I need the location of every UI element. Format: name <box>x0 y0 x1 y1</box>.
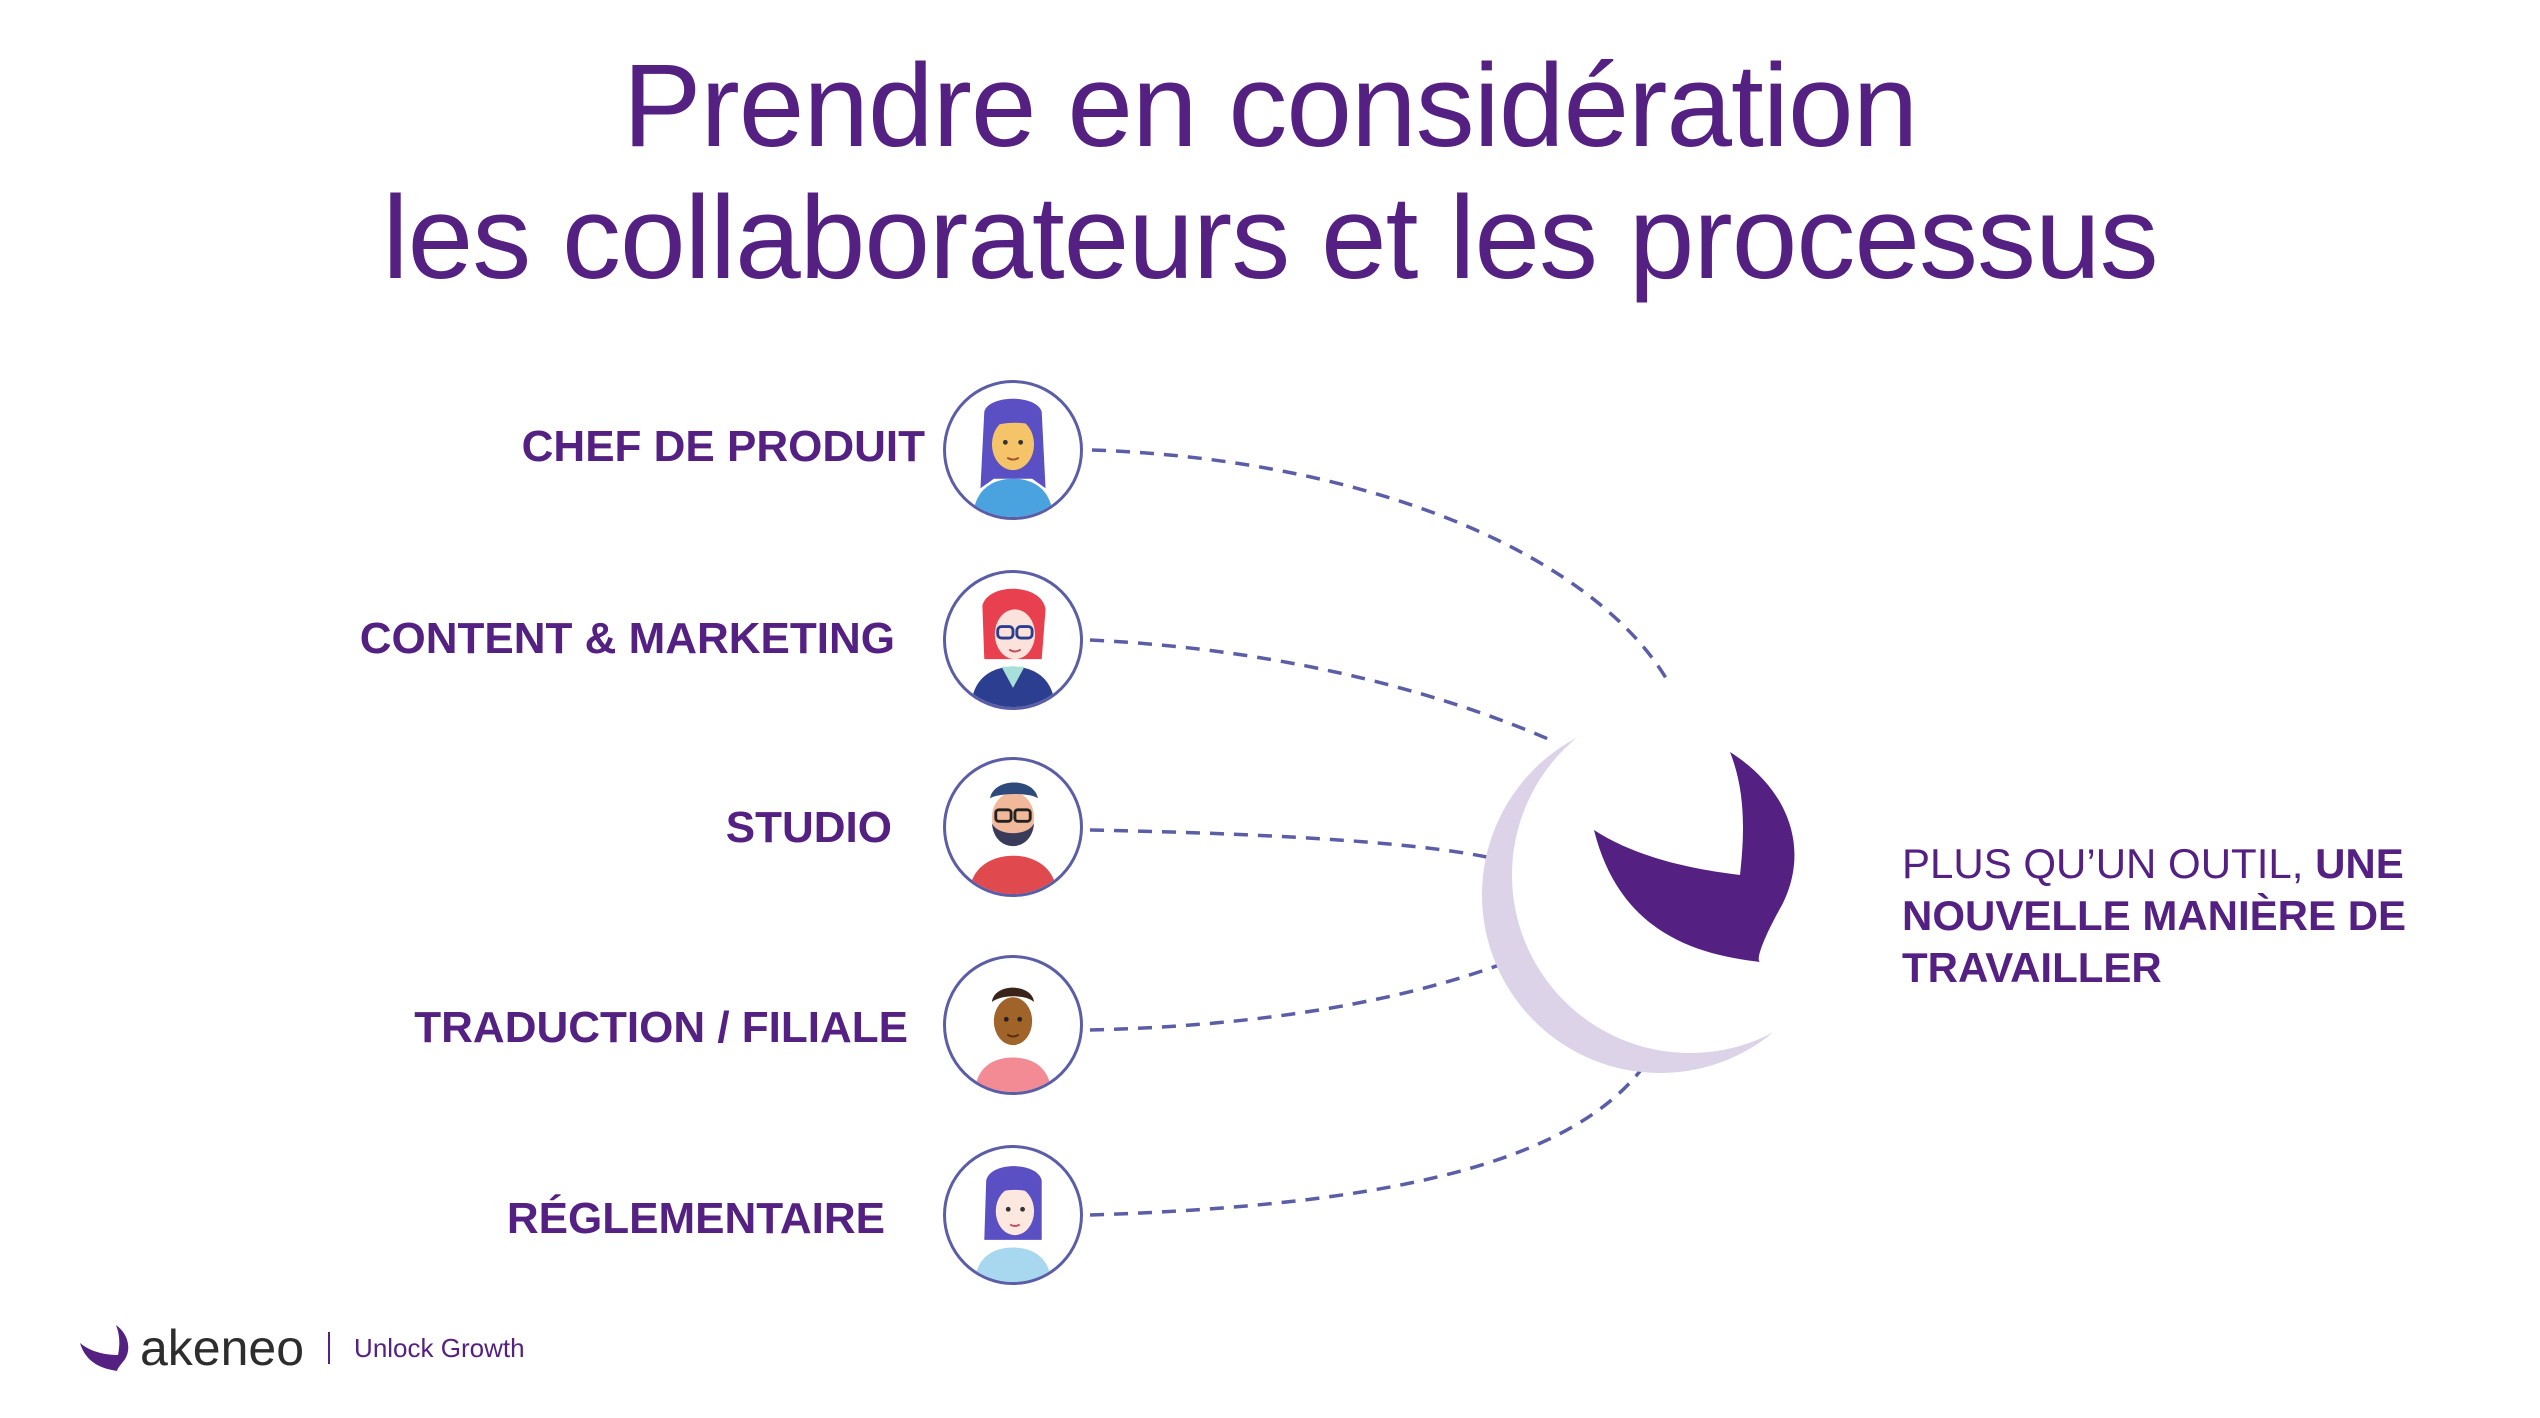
footer-brand: akeneo <box>140 1320 305 1376</box>
woman-red-hair-glasses-avatar-icon <box>943 570 1083 710</box>
title-line-1: Prendre en considération <box>622 40 1919 172</box>
tagline-regular: PLUS QU’UN OUTIL, <box>1902 840 2316 887</box>
role-label-traduction-filiale: TRADUCTION / FILIALE <box>414 1003 908 1052</box>
man-pink-shirt-avatar-icon <box>943 955 1083 1095</box>
footer-slogan: Unlock Growth <box>354 1332 525 1363</box>
role-label-studio: STUDIO <box>725 803 892 852</box>
woman-blue-hair-avatar-icon <box>943 380 1083 520</box>
woman-purple-hair-avatar-icon <box>943 1145 1083 1285</box>
akeneo-logo-icon <box>1594 752 1795 962</box>
connector-content-marketing <box>1089 638 1556 744</box>
title-line-2: les collaborateurs et les processus <box>382 172 2158 304</box>
role-label-reglementaire: RÉGLEMENTAIRE <box>506 1194 885 1243</box>
role-label-content-marketing: CONTENT & MARKETING <box>359 614 895 663</box>
tagline-bold: UNE NOUVELLE MANIÈRE DE TRAVAILLER <box>1902 840 2407 991</box>
connector-traduction <box>1089 953 1526 1032</box>
hub <box>1482 697 1868 1073</box>
connector-reglementaire <box>1089 1039 1662 1217</box>
bearded-man-glasses-avatar-icon <box>943 757 1083 897</box>
connector-chef-de-produit <box>1091 448 1672 686</box>
footer-separator <box>328 1332 331 1364</box>
footer: akeneo Unlock Growth <box>78 1318 525 1378</box>
page-title: Prendre en considération les collaborate… <box>0 40 2540 304</box>
tagline: PLUS QU’UN OUTIL, UNE NOUVELLE MANIÈRE D… <box>1902 838 2462 994</box>
connector-studio <box>1089 828 1501 862</box>
role-label-chef-de-produit: CHEF DE PRODUIT <box>521 422 925 471</box>
akeneo-logo-icon <box>80 1325 129 1371</box>
